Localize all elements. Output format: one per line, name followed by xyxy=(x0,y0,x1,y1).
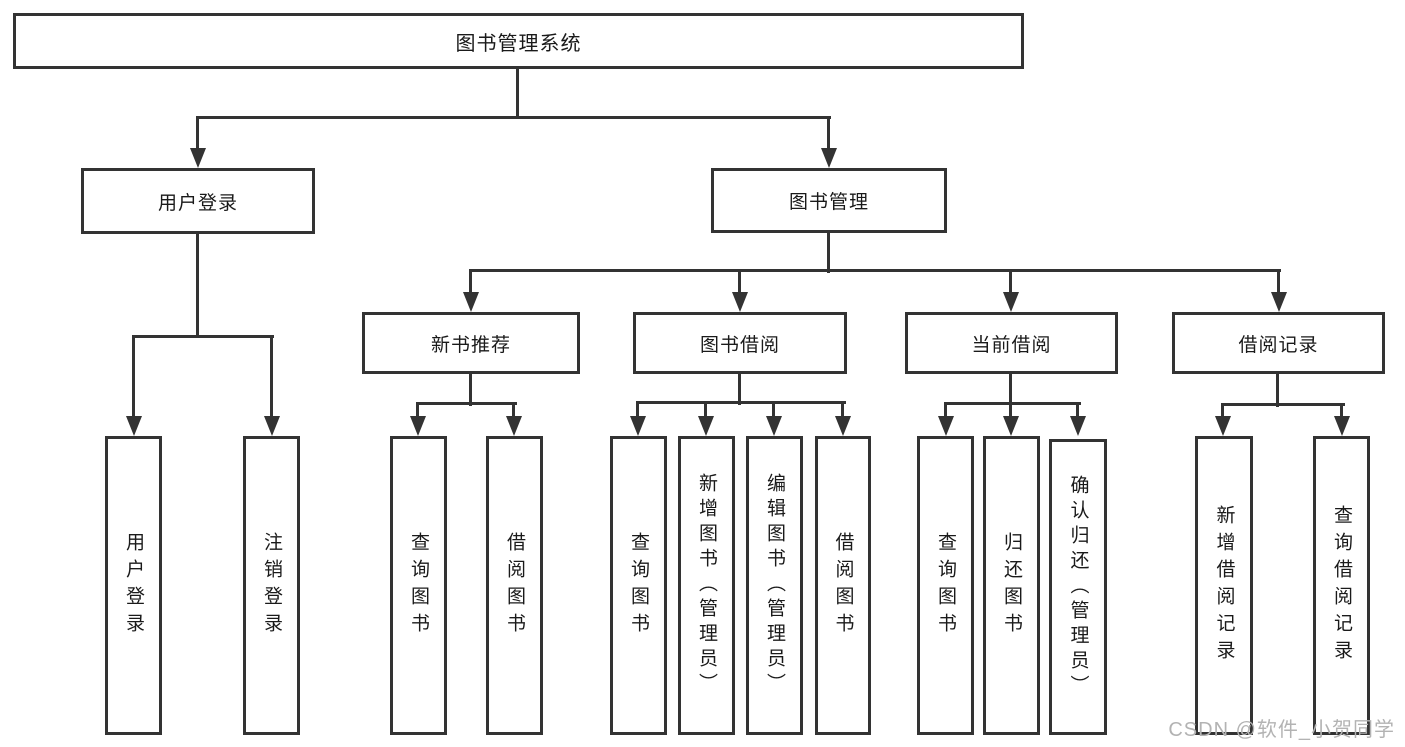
leaf-bb-query-books: 查询图书 xyxy=(610,436,667,735)
node-book-management: 图书管理 xyxy=(711,168,947,233)
arrowhead-down-icon xyxy=(732,292,748,312)
connector-line xyxy=(944,402,947,418)
connector-line xyxy=(270,335,273,418)
leaf-nb-borrow-books: 借阅图书 xyxy=(486,436,543,735)
arrowhead-down-icon xyxy=(630,416,646,436)
connector-line xyxy=(1009,374,1012,406)
node-borrow-record: 借阅记录 xyxy=(1172,312,1385,374)
connector-line xyxy=(469,269,472,294)
node-new-book-recommend: 新书推荐 xyxy=(362,312,580,374)
leaf-cb-confirm-return-admin: 确认归还（管理员） xyxy=(1049,439,1107,735)
csdn-watermark: CSDN @软件_小贺同学 xyxy=(1168,719,1395,741)
connector-line xyxy=(1277,269,1280,294)
leaf-bb-edit-books-admin: 编辑图书（管理员） xyxy=(746,436,803,735)
connector-line xyxy=(1221,403,1345,406)
arrowhead-down-icon xyxy=(1003,416,1019,436)
leaf-bb-borrow-books: 借阅图书 xyxy=(815,436,871,735)
connector-line xyxy=(1221,403,1224,418)
node-user-login: 用户登录 xyxy=(81,168,315,234)
leaf-br-add-record: 新增借阅记录 xyxy=(1195,436,1253,735)
connector-line xyxy=(1340,403,1343,418)
arrowhead-down-icon xyxy=(938,416,954,436)
leaf-cb-return-books: 归还图书 xyxy=(983,436,1040,735)
connector-line xyxy=(944,402,1081,405)
leaf-user-login: 用户登录 xyxy=(105,436,162,735)
connector-line xyxy=(1009,402,1012,418)
node-book-borrow: 图书借阅 xyxy=(633,312,847,374)
arrowhead-down-icon xyxy=(1215,416,1231,436)
connector-line xyxy=(196,234,199,337)
connector-line xyxy=(636,401,846,404)
connector-line xyxy=(469,374,472,406)
connector-line xyxy=(704,401,707,418)
leaf-logout-login: 注销登录 xyxy=(243,436,300,735)
connector-line xyxy=(132,335,135,418)
arrowhead-down-icon xyxy=(190,148,206,168)
leaf-nb-query-books: 查询图书 xyxy=(390,436,447,735)
arrowhead-down-icon xyxy=(698,416,714,436)
leaf-bb-add-books-admin: 新增图书（管理员） xyxy=(678,436,735,735)
connector-line xyxy=(516,69,519,118)
connector-line xyxy=(738,374,741,405)
connector-line xyxy=(841,401,844,418)
connector-line xyxy=(416,402,419,418)
connector-line xyxy=(1009,269,1012,294)
connector-line xyxy=(196,116,199,150)
connector-line xyxy=(772,401,775,418)
leaf-cb-query-books: 查询图书 xyxy=(917,436,974,735)
arrowhead-down-icon xyxy=(506,416,522,436)
connector-line xyxy=(827,116,830,150)
node-current-borrow: 当前借阅 xyxy=(905,312,1118,374)
arrowhead-down-icon xyxy=(1334,416,1350,436)
connector-line xyxy=(512,402,515,418)
arrowhead-down-icon xyxy=(835,416,851,436)
connector-line xyxy=(1076,402,1079,418)
arrowhead-down-icon xyxy=(1003,292,1019,312)
connector-line xyxy=(1276,374,1279,407)
connector-line xyxy=(132,335,274,338)
connector-line xyxy=(469,269,1281,272)
node-root: 图书管理系统 xyxy=(13,13,1024,69)
arrowhead-down-icon xyxy=(126,416,142,436)
connector-line xyxy=(636,401,639,418)
connector-line xyxy=(196,116,831,119)
connector-line xyxy=(738,269,741,294)
connector-line xyxy=(416,402,517,405)
arrowhead-down-icon xyxy=(766,416,782,436)
arrowhead-down-icon xyxy=(463,292,479,312)
arrowhead-down-icon xyxy=(410,416,426,436)
arrowhead-down-icon xyxy=(821,148,837,168)
arrowhead-down-icon xyxy=(1070,416,1086,436)
arrowhead-down-icon xyxy=(1271,292,1287,312)
connector-line xyxy=(827,233,830,273)
arrowhead-down-icon xyxy=(264,416,280,436)
leaf-br-query-record: 查询借阅记录 xyxy=(1313,436,1370,735)
